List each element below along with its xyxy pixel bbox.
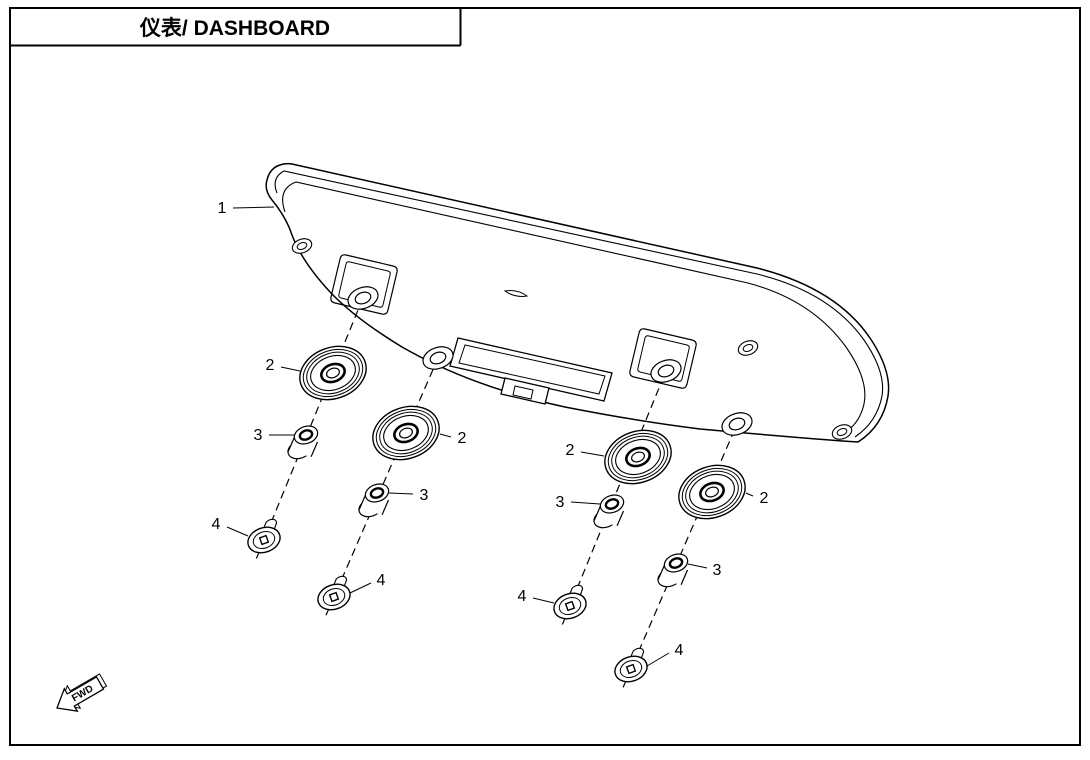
part-dashboard-body [265, 162, 890, 443]
callout-label-4a: 4 [212, 516, 221, 533]
page-title: 仪表/ DASHBOARD [139, 17, 330, 40]
callout-leaders [226, 206, 754, 667]
mounting-pad-2 [629, 328, 697, 389]
bezel-contour-1 [274, 170, 884, 438]
part-grommet-3 [596, 420, 680, 494]
fwd-arrow [56, 676, 105, 713]
callout-label-2a: 2 [266, 357, 275, 374]
assembly-axis-lines [255, 286, 743, 688]
callout-label-2c: 2 [566, 442, 575, 459]
leader-3b [388, 492, 414, 495]
sheet-frame [9, 7, 1081, 746]
part-screw-2 [313, 574, 355, 615]
underside-detail [503, 290, 529, 297]
axis-line-3 [561, 359, 672, 625]
axis-line-1 [255, 286, 369, 559]
leader-2c [580, 451, 605, 457]
callout-label-1: 1 [218, 200, 227, 217]
callout-label-2b: 2 [458, 430, 467, 447]
part-bushing-3 [590, 490, 628, 532]
callout-label-3d: 3 [713, 562, 722, 579]
part-screw-4 [610, 646, 652, 687]
leader-2a [280, 366, 301, 372]
axis-line-2 [325, 346, 444, 616]
part-bushing-4 [654, 549, 692, 591]
leader-3c [570, 501, 601, 505]
part-screw-3 [549, 583, 591, 624]
dashboard-outline [265, 162, 890, 443]
mounting-pad-1 [330, 254, 398, 315]
callout-label-3a: 3 [254, 427, 263, 444]
leader-3d [687, 563, 708, 569]
mounting-pad-1-inner [338, 261, 391, 308]
part-grommet-2 [364, 396, 448, 470]
callout-label-3b: 3 [420, 487, 429, 504]
callout-label-3c: 3 [556, 494, 565, 511]
border-rect [9, 7, 1081, 746]
callout-label-4c: 4 [518, 588, 527, 605]
leader-4b [349, 582, 372, 594]
part-grommet-4 [670, 455, 754, 529]
fwd-direction-marker: FWD [56, 673, 108, 713]
leader-2d [745, 492, 754, 497]
axis-line-4 [622, 412, 743, 688]
mounting-pad-2-inner [637, 335, 690, 382]
leader-4a [226, 526, 249, 537]
bezel-contour-2 [282, 181, 866, 433]
part-bushing-1 [284, 421, 322, 463]
fwd-arrow-shadow [59, 673, 108, 709]
leader-1 [232, 206, 275, 209]
callout-labels: 1 2 3 4 2 3 4 2 3 4 2 3 4 [212, 200, 769, 659]
leader-2b [439, 433, 452, 438]
part-grommet-1 [291, 336, 375, 410]
part-bushing-2 [355, 479, 393, 521]
callout-label-2d: 2 [760, 490, 769, 507]
leader-4d [646, 652, 670, 667]
leader-4c [532, 597, 555, 604]
callout-label-4b: 4 [377, 572, 386, 589]
title-box [10, 8, 462, 47]
part-screw-1 [243, 517, 285, 558]
callout-label-4d: 4 [675, 642, 684, 659]
